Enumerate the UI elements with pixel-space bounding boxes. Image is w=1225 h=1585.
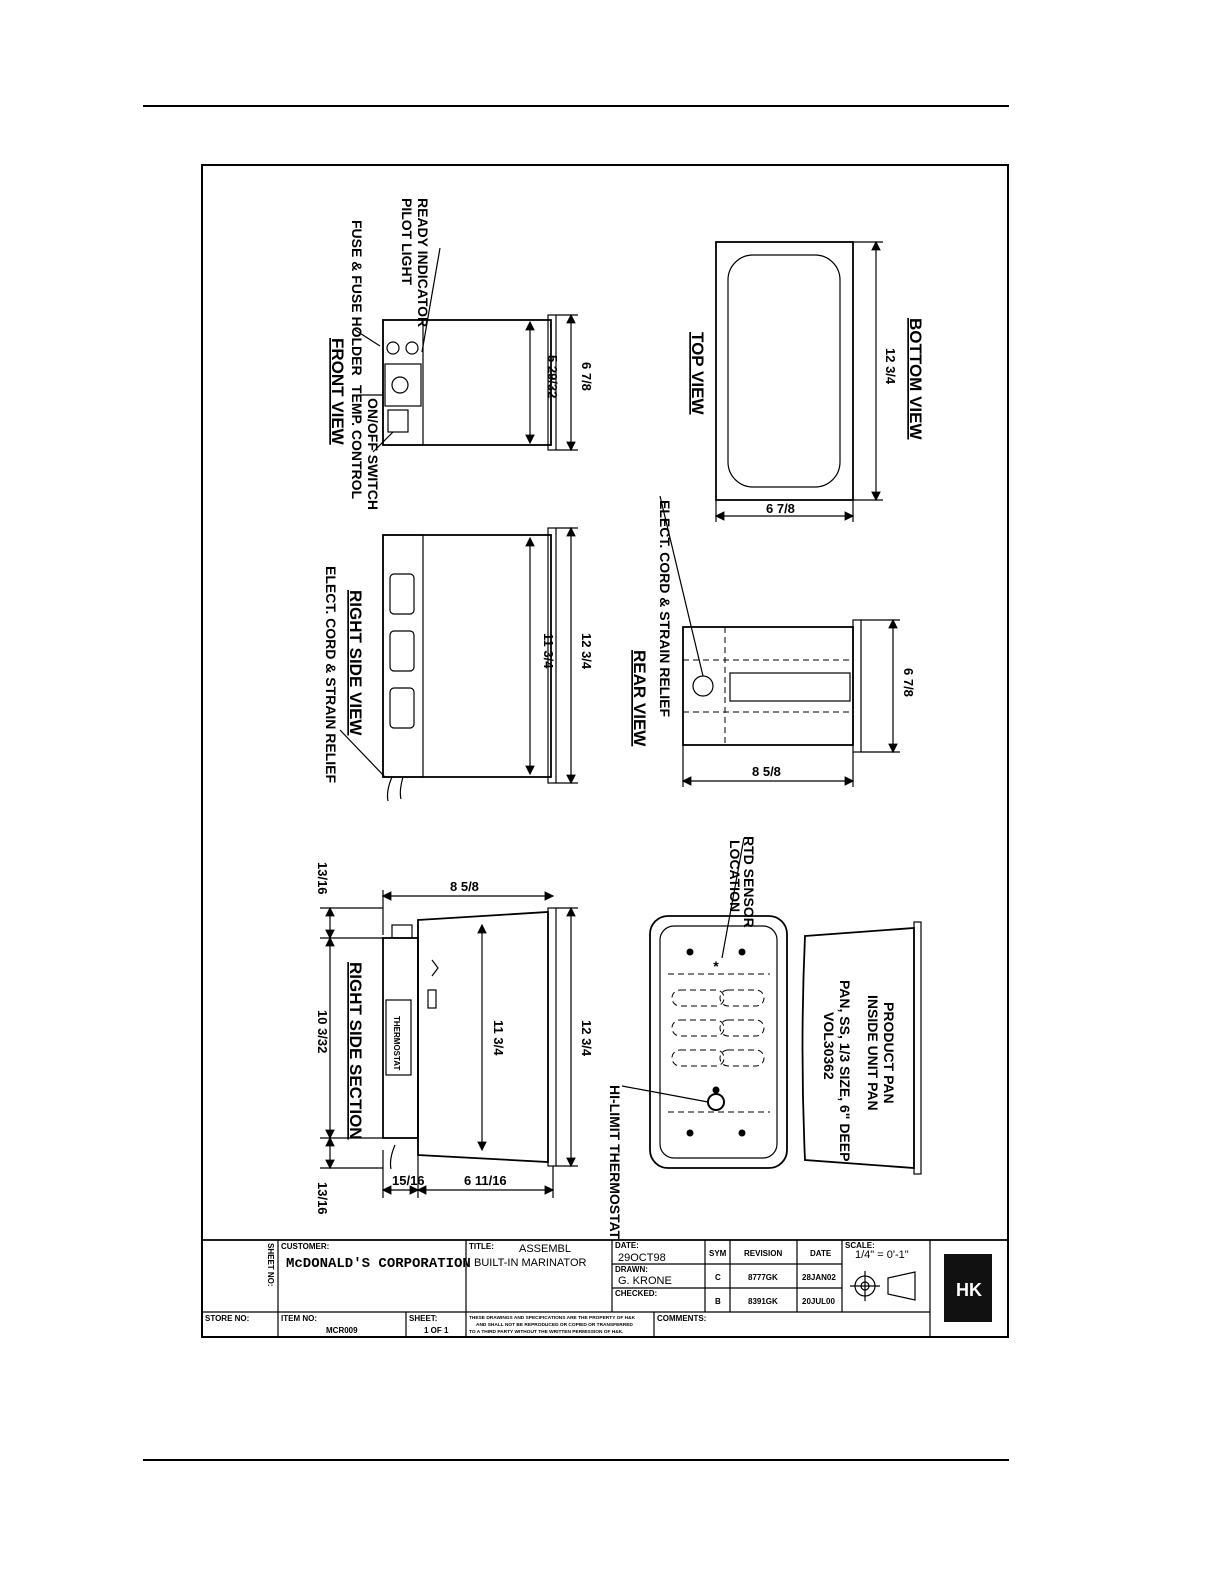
cord-relief-side-label: ELECT. CORD & STRAIN RELIEF	[323, 566, 339, 783]
drawn-value: G. KRONE	[618, 1275, 672, 1287]
right-side-view-title: RIGHT SIDE VIEW	[346, 590, 365, 736]
date-header: DATE	[810, 1249, 832, 1258]
right-side-view	[339, 526, 578, 802]
rev1-date: 28JAN02	[802, 1273, 836, 1282]
notice-line3: TO A THIRD PARTY WITHOUT THE WRITTEN PER…	[469, 1329, 623, 1335]
dim-side-outer: 12 3/4	[579, 633, 594, 670]
dim-section-b: 6 11/16	[464, 1173, 507, 1188]
title-block	[202, 1239, 1008, 1337]
title-line2: BUILT-IN MARINATOR	[474, 1257, 587, 1269]
pan-size-label: PAN, SS, 1/3 SIZE, 6" DEEP	[837, 980, 853, 1161]
rev2-sym: B	[715, 1297, 721, 1306]
rev1-revision: 8777GK	[748, 1273, 778, 1282]
dim-section-a: 15/16	[392, 1173, 425, 1188]
dim-section-mid: 10 3/32	[315, 1010, 330, 1053]
customer-label: CUSTOMER:	[281, 1242, 329, 1251]
rev1-sym: C	[715, 1273, 721, 1282]
pan-top-view: *	[621, 837, 788, 1169]
ready-indicator-label: READY INDICATOR	[415, 198, 431, 327]
thermostat-box-label: THERMOSTAT	[392, 1016, 401, 1070]
item-no-label: ITEM NO:	[281, 1314, 317, 1323]
dim-bottom-height: 12 3/4	[883, 348, 898, 385]
dim-rear-height: 6 7/8	[901, 668, 916, 697]
front-view	[354, 247, 578, 453]
item-no-value: MCR009	[326, 1326, 358, 1335]
sheet-border	[201, 164, 1009, 1338]
hk-logo: HK	[956, 1280, 982, 1300]
rev2-date: 20JUL00	[802, 1297, 835, 1306]
checked-label: CHECKED:	[615, 1289, 657, 1298]
bottom-view	[714, 240, 883, 522]
sheet-label: SHEET:	[409, 1314, 437, 1323]
rtd-sensor-label: RTD SENSOR	[741, 836, 757, 928]
date-label: DATE:	[615, 1241, 639, 1250]
notice-line2: AND SHALL NOT BE REPRODUCED OR COPIED OR…	[476, 1322, 633, 1328]
product-pan-label: PRODUCT PAN	[881, 1002, 897, 1104]
inside-unit-pan-label: INSIDE UNIT PAN	[865, 995, 881, 1111]
right-side-section-title: RIGHT SIDE SECTION	[346, 962, 365, 1140]
dim-bottom-width: 6 7/8	[766, 501, 795, 516]
front-view-title: FRONT VIEW	[328, 338, 347, 446]
hi-limit-label: HI-LIMIT THERMOSTAT	[607, 1085, 623, 1240]
cord-relief-rear-label: ELECT. CORD & STRAIN RELIEF	[657, 500, 673, 717]
notice-line1: THESE DRAWINGS AND SPECIFICATIONS ARE TH…	[469, 1315, 636, 1321]
top-view-title: TOP VIEW	[688, 332, 707, 415]
comments-label: COMMENTS:	[657, 1314, 706, 1323]
dim-rear-width: 8 5/8	[752, 764, 781, 779]
drawn-label: DRAWN:	[615, 1265, 648, 1274]
sheet-no-label: SHEET NO:	[266, 1243, 275, 1287]
fuse-holder-label: FUSE & FUSE HOLDER	[349, 220, 365, 376]
rev2-revision: 8391GK	[748, 1297, 778, 1306]
rear-view	[659, 495, 900, 787]
dim-side-inner: 11 3/4	[541, 633, 556, 669]
customer-name: McDONALD'S CORPORATION	[286, 1256, 471, 1272]
footer-rule	[143, 1459, 1009, 1461]
rtd-location-label: LOCATION	[727, 840, 743, 912]
store-no-label: STORE NO:	[205, 1314, 249, 1323]
sym-header: SYM	[709, 1249, 727, 1258]
dim-front-height: 6 7/8	[579, 362, 594, 391]
dim-section-inner: 11 3/4	[491, 1020, 506, 1056]
scale-label: SCALE:	[845, 1241, 875, 1250]
pan-part-label: VOL30362	[821, 1012, 837, 1080]
bottom-view-title: BOTTOM VIEW	[906, 318, 925, 440]
product-pan	[801, 921, 922, 1175]
dim-section-top: 13/16	[315, 862, 330, 895]
on-off-switch-label: ON/OFF SWITCH	[365, 398, 381, 510]
header-rule	[143, 105, 1009, 107]
scale-value: 1/4" = 0'-1"	[855, 1249, 909, 1261]
dim-front-inner: 5 29/32	[545, 355, 560, 398]
pilot-light-label: PILOT LIGHT	[399, 198, 415, 286]
sheet-value: 1 OF 1	[424, 1326, 449, 1335]
temp-control-label: TEMP. CONTROL	[349, 385, 365, 500]
rear-view-title: REAR VIEW	[630, 650, 649, 747]
right-side-section	[320, 890, 578, 1198]
dim-section-depth: 8 5/8	[450, 879, 479, 894]
date-value: 29OCT98	[618, 1252, 666, 1264]
svg-text:*: *	[713, 958, 719, 974]
dim-section-outer: 12 3/4	[579, 1020, 594, 1057]
title-label: TITLE:	[469, 1242, 494, 1251]
dim-section-bottom: 13/16	[315, 1182, 330, 1215]
revision-header: REVISION	[744, 1249, 782, 1258]
title-line1: ASSEMBL	[519, 1243, 571, 1255]
